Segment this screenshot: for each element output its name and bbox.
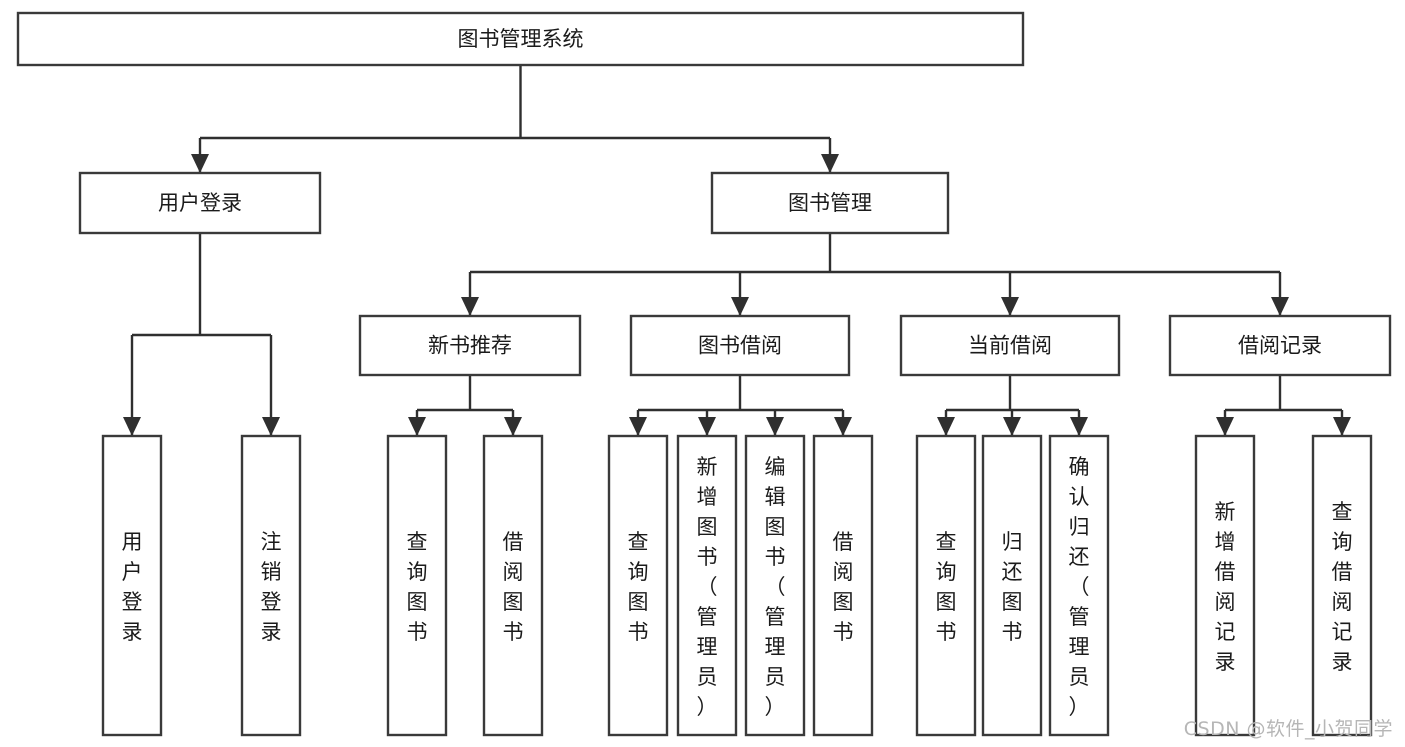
- node-leaf-query-book-1[interactable]: 查询图书: [386, 434, 448, 737]
- edges-from-root: [191, 65, 839, 173]
- leaf-node-box[interactable]: [607, 434, 669, 737]
- node-label: 新书推荐: [428, 334, 512, 358]
- arrow-head-icon: [123, 417, 141, 436]
- node-leaf-return-book[interactable]: 归还图书: [981, 434, 1043, 737]
- arrow-head-icon: [731, 297, 749, 316]
- arrow-head-icon: [698, 417, 716, 436]
- leaf-node-box[interactable]: [981, 434, 1043, 737]
- leaf-node-box[interactable]: [1311, 434, 1373, 737]
- leaf-node-box[interactable]: [812, 434, 874, 737]
- csdn-watermark: CSDN @软件_小贺同学: [1183, 718, 1393, 740]
- node-label: 借阅图书: [833, 530, 854, 644]
- node-leaf-query-record[interactable]: 查询借阅记录: [1311, 434, 1373, 737]
- level2-node-box[interactable]: [78, 171, 322, 235]
- edges-from-user-login: [123, 233, 280, 436]
- node-label: 归还图书: [1002, 530, 1023, 644]
- arrow-head-icon: [1070, 417, 1088, 436]
- node-label: 查询借阅记录: [1332, 500, 1353, 674]
- node-label: 图书借阅: [698, 334, 782, 358]
- node-leaf-edit-book[interactable]: 编辑图书（管理员）: [744, 434, 806, 737]
- node-leaf-borrow-book-2[interactable]: 借阅图书: [812, 434, 874, 737]
- node-label: 确认归还（管理员）: [1069, 455, 1090, 719]
- leaf-node-box[interactable]: [101, 434, 163, 737]
- node-user-login[interactable]: 用户登录: [78, 171, 322, 235]
- node-leaf-user-login[interactable]: 用户登录: [101, 434, 163, 737]
- node-label: 用户登录: [158, 191, 242, 215]
- arrow-head-icon: [629, 417, 647, 436]
- node-root[interactable]: 图书管理系统: [16, 11, 1025, 67]
- node-label: 注销登录: [261, 530, 282, 644]
- edges-from-borrow-record: [1216, 375, 1351, 436]
- leaf-node-box[interactable]: [386, 434, 448, 737]
- arrow-head-icon: [461, 297, 479, 316]
- node-book-borrow[interactable]: 图书借阅: [629, 314, 851, 377]
- arrow-head-icon: [408, 417, 426, 436]
- edges-from-current-borrow: [937, 375, 1088, 436]
- arrow-head-icon: [937, 417, 955, 436]
- edges-from-book-borrow: [629, 375, 852, 436]
- leaf-node-box[interactable]: [744, 434, 806, 737]
- node-leaf-borrow-book-1[interactable]: 借阅图书: [482, 434, 544, 737]
- level3-node-box[interactable]: [358, 314, 582, 377]
- node-label: 查询图书: [407, 530, 428, 644]
- leaf-node-box[interactable]: [1194, 434, 1256, 737]
- node-leaf-query-book-3[interactable]: 查询图书: [915, 434, 977, 737]
- leaf-node-box[interactable]: [915, 434, 977, 737]
- arrow-head-icon: [766, 417, 784, 436]
- level3-node-box[interactable]: [899, 314, 1121, 377]
- arrow-head-icon: [1271, 297, 1289, 316]
- leaf-node-box[interactable]: [676, 434, 738, 737]
- node-label: 查询图书: [936, 530, 957, 644]
- node-label: 编辑图书（管理员）: [765, 455, 786, 719]
- arrow-head-icon: [1003, 417, 1021, 436]
- leaf-node-box[interactable]: [1048, 434, 1110, 737]
- node-leaf-query-book-2[interactable]: 查询图书: [607, 434, 669, 737]
- node-book-manage[interactable]: 图书管理: [710, 171, 950, 235]
- node-label: 图书管理: [788, 191, 872, 215]
- arrow-head-icon: [504, 417, 522, 436]
- node-label: 用户登录: [122, 530, 143, 644]
- node-borrow-record[interactable]: 借阅记录: [1168, 314, 1392, 377]
- arrow-head-icon: [1216, 417, 1234, 436]
- node-label: 新增图书（管理员）: [697, 455, 718, 719]
- arrow-head-icon: [1001, 297, 1019, 316]
- node-label: 查询图书: [628, 530, 649, 644]
- arrow-head-icon: [1333, 417, 1351, 436]
- node-label: 当前借阅: [968, 334, 1052, 358]
- node-label: 借阅记录: [1238, 334, 1322, 358]
- node-label: 新增借阅记录: [1215, 500, 1236, 674]
- level3-node-box[interactable]: [1168, 314, 1392, 377]
- connector-layer: [123, 65, 1351, 436]
- node-current-borrow[interactable]: 当前借阅: [899, 314, 1121, 377]
- arrow-head-icon: [834, 417, 852, 436]
- edges-from-new-book-rec: [408, 375, 522, 436]
- node-leaf-logout[interactable]: 注销登录: [240, 434, 302, 737]
- node-leaf-add-record[interactable]: 新增借阅记录: [1194, 434, 1256, 737]
- node-leaf-confirm-return[interactable]: 确认归还（管理员）: [1048, 434, 1110, 737]
- leaf-node-box[interactable]: [482, 434, 544, 737]
- arrow-head-icon: [262, 417, 280, 436]
- edges-from-book-manage: [461, 233, 1289, 316]
- level3-node-box[interactable]: [629, 314, 851, 377]
- node-new-book-rec[interactable]: 新书推荐: [358, 314, 582, 377]
- node-layer: 图书管理系统用户登录图书管理新书推荐图书借阅当前借阅借阅记录用户登录注销登录查询…: [16, 11, 1392, 737]
- arrow-head-icon: [821, 154, 839, 173]
- arrow-head-icon: [191, 154, 209, 173]
- level2-node-box[interactable]: [710, 171, 950, 235]
- node-leaf-add-book[interactable]: 新增图书（管理员）: [676, 434, 738, 737]
- leaf-node-box[interactable]: [240, 434, 302, 737]
- node-label: 图书管理系统: [458, 27, 584, 51]
- node-label: 借阅图书: [503, 530, 524, 644]
- root-node-box[interactable]: [16, 11, 1025, 67]
